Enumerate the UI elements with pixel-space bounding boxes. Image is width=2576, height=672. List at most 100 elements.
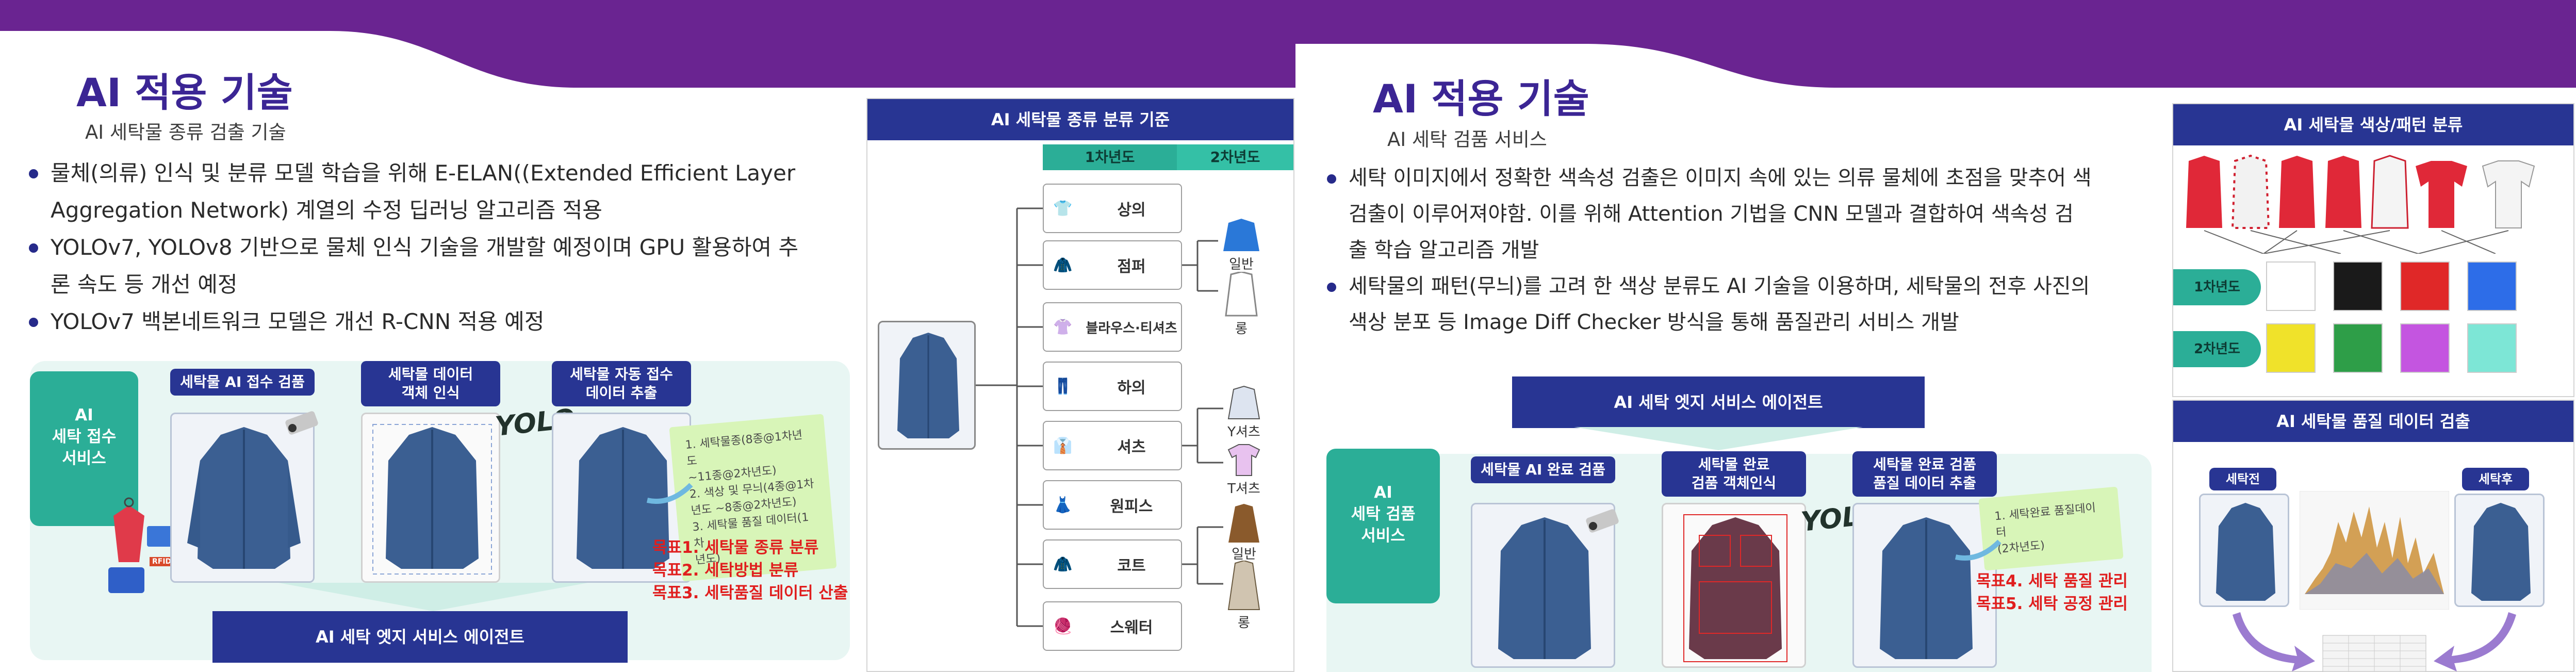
color-swatch	[2400, 323, 2450, 373]
bullet-text: 검출이 이루어져야함. 이를 위해 Attention 기법을 CNN 모델과 …	[1349, 202, 2074, 226]
tshirt-icon: 👚	[1053, 318, 1073, 336]
bullet-text: 물체(의류) 인식 및 분류 모델 학습을 위해 E-ELAN((Extende…	[51, 160, 796, 186]
tshirt-icon	[1227, 444, 1260, 476]
edge-agent-bar: AI 세탁 엣지 서비스 에이전트	[212, 611, 628, 663]
category-jumper: 🧥 점퍼	[1043, 240, 1182, 290]
color-swatch	[2467, 261, 2517, 311]
step-label-line: 세탁물 데이터	[388, 366, 473, 383]
step-label-intake: 세탁물 AI 접수 검품	[170, 369, 315, 396]
color-swatch	[2333, 323, 2383, 373]
service-side-label: AI 세탁 검품 서비스	[1326, 449, 1440, 603]
category-bottom: 👖 하의	[1043, 362, 1182, 411]
arrow-icon	[1955, 539, 2001, 561]
arrow-icon	[646, 483, 693, 504]
classification-panel: AI 세탁물 종류 분류 기준 1차년도 2차년도 👕상의 🧥점퍼 👚블라우스·…	[866, 98, 1294, 672]
long-coat-icon	[1227, 561, 1260, 610]
patterned-shirts-icon	[2186, 154, 2535, 254]
goal-list: 목표1. 세탁물 종류 분류 목표2. 세탁방법 분류 목표3. 세탁품질 데이…	[652, 536, 848, 604]
pants-icon: 👖	[1053, 377, 1073, 396]
goal-list: 목표4. 세탁 품질 관리 목표5. 세탁 공정 관리	[1976, 570, 2128, 615]
jacket-icon: 🧥	[1053, 256, 1073, 274]
bullet-item: 세탁 이미지에서 정확한 색속성 검출은 이미지 속에 있는 의류 물체에 초점…	[1324, 160, 2180, 268]
subitem-label: 일반	[1229, 257, 1254, 272]
garment-photo-2	[361, 413, 500, 583]
denim-jacket-icon	[577, 427, 669, 569]
bullet-text: 세탁 이미지에서 정확한 색속성 검출은 이미지 속에 있는 의류 물체에 초점…	[1349, 166, 2092, 190]
edge-agent-bar: AI 세탁 엣지 서비스 에이전트	[1512, 376, 1925, 428]
coat-icon: 🧥	[1053, 555, 1073, 573]
subitem-label: Y셔츠	[1227, 424, 1260, 440]
level2-tag: 2차년도	[2173, 331, 2261, 367]
denim-jacket-icon	[1880, 517, 1973, 659]
color-swatch	[2266, 323, 2316, 373]
bullet-item: 세탁물의 패턴(무늬)를 고려 한 색상 분류도 AI 기술을 이용하며, 세탁…	[1324, 268, 2180, 340]
garment-photo-1	[170, 413, 315, 583]
garment-photo-2	[1662, 503, 1806, 668]
subitem-label: 롱	[1238, 615, 1250, 631]
before-label: 세탁전	[2209, 468, 2276, 490]
category-dress: 👗 원피스	[1043, 480, 1182, 530]
shirt-icon: 👔	[1053, 436, 1073, 455]
step-label-line: 세탁물 완료 검품	[1873, 456, 1976, 473]
step-label-line: 세탁물 완료	[1698, 456, 1770, 473]
quality-panel: AI 세탁물 품질 데이터 검출 세탁전 세탁후	[2172, 400, 2574, 672]
step-label-line: 데이터 추출	[585, 384, 658, 401]
denim-jacket-icon	[2471, 503, 2531, 601]
color-panel-title: AI 세탁물 색상/패턴 분류	[2173, 104, 2573, 145]
category-label: 스웨터	[1110, 619, 1153, 637]
classify-input-photo	[878, 321, 976, 450]
quality-panel-title: AI 세탁물 품질 데이터 검출	[2173, 401, 2573, 442]
color-swatch	[2467, 323, 2517, 373]
bullet-item: YOLOv7, YOLOv8 기반으로 물체 인식 기술을 개발할 예정이며 G…	[26, 229, 866, 303]
bullet-text: 론 속도 등 개선 예정	[51, 272, 238, 297]
denim-jacket-icon	[372, 424, 492, 575]
bullet-text: YOLOv7 백본네트워크 모델은 개선 R-CNN 적용 예정	[51, 309, 545, 334]
step-label-recognition: 세탁물 데이터 객체 인식	[361, 361, 500, 406]
down-arrow-icon	[1574, 427, 1863, 450]
side-label-line: 서비스	[1361, 527, 1405, 545]
color-swatch	[2266, 261, 2316, 311]
category-label: 코트	[1117, 557, 1146, 575]
header-band	[0, 0, 1295, 88]
padded-jacket-icon	[1223, 219, 1259, 251]
side-label-line: 세탁 접수	[52, 428, 117, 446]
denim-jacket-icon	[1498, 517, 1591, 659]
goal-item: 목표4. 세탁 품질 관리	[1976, 572, 2128, 591]
subitem-label: 일반	[1232, 547, 1256, 562]
goal-item: 목표1. 세탁물 종류 분류	[652, 538, 819, 557]
category-label: 점퍼	[1117, 258, 1146, 276]
shirt-icon: 👕	[1053, 199, 1073, 218]
side-label-line: AI	[75, 406, 93, 424]
color-swatch	[2400, 261, 2450, 311]
page-subtitle: AI 세탁 검품 서비스	[1387, 128, 1547, 151]
category-shirt: 👔 셔츠	[1043, 421, 1182, 470]
bullet-text: YOLOv7, YOLOv8 기반으로 물체 인식 기술을 개발할 예정이며 G…	[51, 235, 799, 260]
bullet-text: 세탁물의 패턴(무늬)를 고려 한 색상 분류도 AI 기술을 이용하며, 세탁…	[1349, 274, 2090, 298]
category-top: 👕 상의	[1043, 184, 1182, 233]
tree-connectors	[976, 207, 1223, 627]
page-title: AI 적용 기술	[1373, 76, 1589, 122]
denim-jacket-icon	[2216, 503, 2275, 601]
step-label-line: 세탁물 AI 완료 검품	[1481, 461, 1605, 478]
dress-icon: 👗	[1053, 496, 1073, 514]
bullet-list: 세탁 이미지에서 정확한 색속성 검출은 이미지 속에 있는 의류 물체에 초점…	[1324, 160, 2180, 340]
step-label-line: 세탁물 AI 접수 검품	[180, 373, 305, 390]
bullet-list: 물체(의류) 인식 및 분류 모델 학습을 위해 E-ELAN((Extende…	[26, 155, 866, 340]
category-coat: 🧥 코트	[1043, 539, 1182, 589]
down-arrow-icon	[278, 583, 588, 611]
garment-photo-3	[1852, 503, 1997, 668]
category-label: 상의	[1117, 201, 1146, 219]
page-subtitle: AI 세탁물 종류 검출 기술	[85, 121, 286, 143]
category-label: 하의	[1117, 379, 1146, 397]
bullet-text: Aggregation Network) 계열의 수정 딥러닝 알고리즘 적용	[51, 198, 602, 223]
step-label-line: 객체 인식	[401, 384, 460, 401]
category-sweater: 🧶스웨터	[1043, 601, 1182, 651]
subitem-label: 롱	[1235, 321, 1248, 337]
slide-right: AI 적용 기술 AI 세탁 검품 서비스 세탁 이미지에서 정확한 색속성 검…	[1295, 0, 2576, 672]
compare-arrows-icon	[2233, 612, 2516, 671]
category-label: 셔츠	[1117, 438, 1146, 456]
bullet-item: YOLOv7 백본네트워크 모델은 개선 R-CNN 적용 예정	[26, 303, 866, 340]
side-label-line: AI	[1374, 483, 1392, 502]
category-label: 원피스	[1110, 498, 1153, 516]
bullet-item: 물체(의류) 인식 및 분류 모델 학습을 위해 E-ELAN((Extende…	[26, 155, 866, 229]
